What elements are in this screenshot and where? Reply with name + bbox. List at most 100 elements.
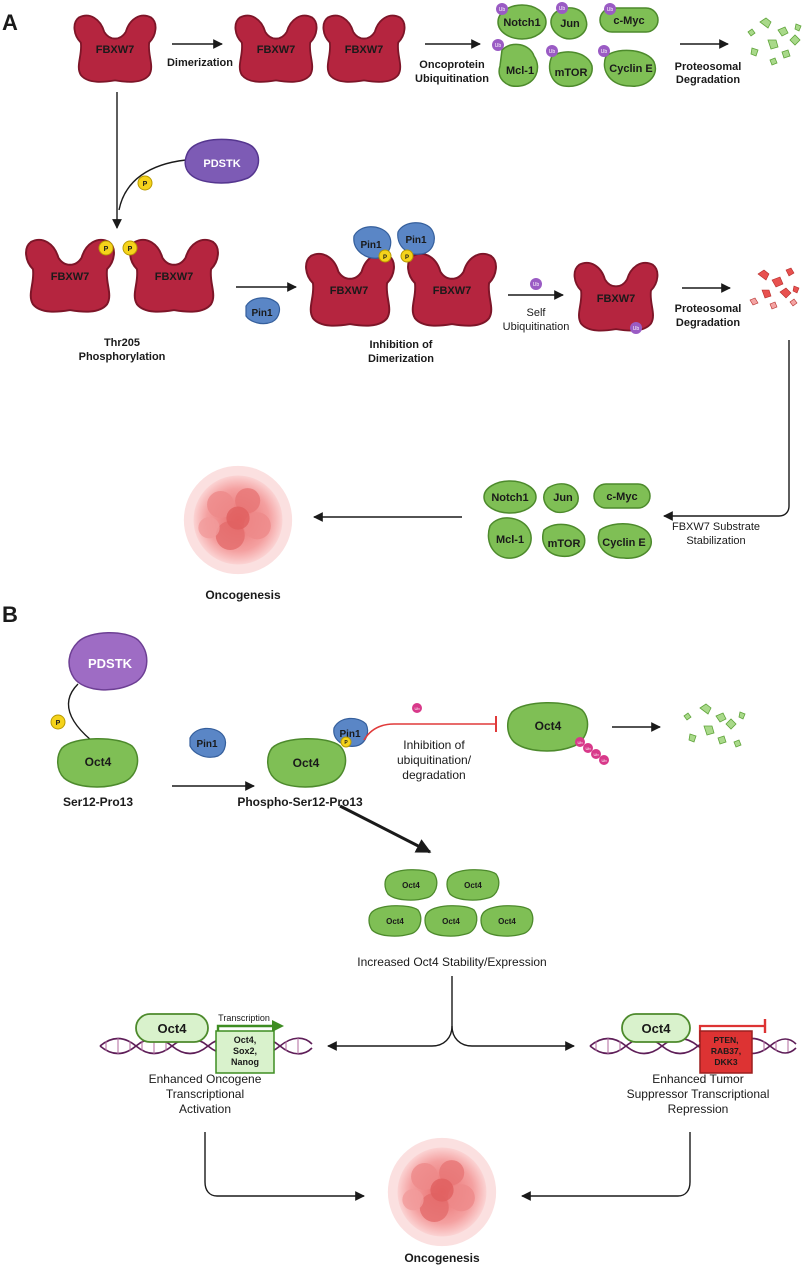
svg-text:DKK3: DKK3 — [714, 1057, 737, 1067]
ub-free-b: Ub — [412, 703, 422, 713]
svg-text:P: P — [104, 246, 109, 253]
panel-b-letter: B — [2, 602, 18, 627]
ub-tags: Ub Ub Ub Ub Ub Ub — [492, 2, 616, 57]
svg-text:Oct4: Oct4 — [293, 756, 320, 770]
svg-text:Oct4: Oct4 — [85, 755, 112, 769]
phosphate-a-free: P — [137, 175, 153, 191]
svg-text:Pin1: Pin1 — [339, 729, 361, 740]
arrow-to-increased-stability — [339, 804, 432, 854]
suppressor-target-box: PTEN, RAB37, DKK3 — [699, 1030, 753, 1074]
ubiquitinated-substrates: Notch1 Jun c-Myc Mcl-1 mTOR Cyclin E Ub … — [492, 2, 659, 88]
self-ubiq-line1: Self — [527, 307, 547, 319]
substrate-stab-line1: FBXW7 Substrate — [672, 521, 760, 533]
inhibition-dimer-line1: Inhibition of — [370, 339, 433, 351]
self-ubiq-line2: Ubiquitination — [503, 321, 570, 333]
arrow-supp-to-oncogenesis — [521, 1132, 691, 1201]
svg-text:Ub: Ub — [607, 7, 614, 13]
svg-text:Ub: Ub — [601, 758, 607, 763]
oct4-accumulated: Oct4 Oct4 Oct4 Oct4 Oct4 — [368, 869, 534, 937]
pdstk-kinase-b: PDSTK — [68, 632, 148, 691]
svg-text:Pin1: Pin1 — [251, 308, 273, 319]
substrate-stab-line2: Stabilization — [686, 535, 745, 547]
svg-text:Pin1: Pin1 — [405, 235, 427, 246]
inhibition-ubiq-line1: Inhibition of — [403, 738, 465, 752]
svg-text:FBXW7: FBXW7 — [345, 44, 384, 56]
dna-helix-right — [589, 1037, 797, 1055]
arrow-split-right — [451, 1025, 575, 1051]
fbxw7-phosphorylated-pair: FBXW7 FBXW7 P P — [25, 238, 219, 313]
svg-text:Mcl-1: Mcl-1 — [506, 65, 534, 77]
svg-text:P: P — [344, 740, 348, 746]
dimerization-label: Dimerization — [167, 57, 233, 69]
prot-deg-top-line2: Degradation — [676, 74, 740, 86]
oct4-phosphorylated-pin1: Oct4 Pin1 P — [267, 717, 369, 788]
arrow-split-left — [327, 976, 453, 1051]
degraded-fragments-green-b — [683, 703, 746, 748]
svg-text:P: P — [383, 255, 387, 261]
prot-deg-mid-line1: Proteosomal — [675, 303, 742, 315]
inhibition-ubiq-line2: ubiquitination/ — [397, 753, 472, 767]
arrow-substrate-stabilization — [663, 340, 790, 521]
oncoprotein-ubiq-line2: Ubiquitination — [415, 73, 489, 85]
degraded-fragments-green-top — [747, 17, 802, 66]
degraded-fragments-red — [749, 267, 800, 310]
svg-text:Ub: Ub — [593, 752, 599, 757]
svg-text:Oct4: Oct4 — [402, 881, 420, 890]
svg-text:Cyclin E: Cyclin E — [602, 537, 645, 549]
svg-text:Oct4: Oct4 — [498, 917, 516, 926]
dna-helix-left — [99, 1037, 313, 1055]
pin1-free-b: Pin1 — [189, 727, 227, 758]
phosphate-b-free: P — [50, 714, 66, 730]
svg-text:Cyclin E: Cyclin E — [609, 63, 652, 75]
enhanced-supp-line3: Repression — [668, 1102, 729, 1116]
fbxw7-dimer: FBXW7 FBXW7 — [234, 14, 406, 83]
stabilized-substrates: Notch1 Jun c-Myc Mcl-1 mTOR Cyclin E — [483, 480, 653, 559]
arrow-onco-to-oncogenesis — [204, 1132, 365, 1201]
oct4-activator: Oct4 — [135, 1013, 209, 1043]
svg-text:c-Myc: c-Myc — [613, 15, 644, 27]
oncoprotein-ubiq-line1: Oncoprotein — [419, 59, 485, 71]
pdstk-kinase-a: PDSTK — [184, 138, 260, 184]
enhanced-supp-line1: Enhanced Tumor — [652, 1072, 743, 1086]
svg-text:Oct4: Oct4 — [535, 719, 562, 733]
svg-text:FBXW7: FBXW7 — [155, 271, 194, 283]
prot-deg-top-line1: Proteosomal — [675, 61, 742, 73]
transcription-arrow-head — [272, 1020, 284, 1032]
enhanced-supp-line2: Suppressor Transcriptional — [627, 1087, 770, 1101]
oct4-ubiquitinated: Oct4 Ub Ub Ub Ub — [507, 702, 609, 765]
svg-text:Notch1: Notch1 — [503, 17, 540, 29]
svg-text:Oct4: Oct4 — [642, 1021, 672, 1036]
tumor-mass-b — [387, 1137, 497, 1247]
svg-text:Ub: Ub — [533, 282, 540, 288]
increased-stability-label: Increased Oct4 Stability/Expression — [357, 955, 546, 969]
svg-text:Pin1: Pin1 — [360, 240, 382, 251]
svg-text:Ub: Ub — [633, 326, 640, 332]
phospho-ser12-label: Phospho-Ser12-Pro13 — [237, 795, 363, 809]
inhibition-dimer-line2: Dimerization — [368, 353, 434, 365]
svg-text:Pin1: Pin1 — [196, 739, 218, 750]
pdstk-curve — [118, 159, 187, 211]
svg-text:PDSTK: PDSTK — [88, 656, 133, 671]
fbxw7-pin1-bound-pair: FBXW7 FBXW7 Pin1 Pin1 P P — [305, 222, 497, 327]
svg-text:RAB37,: RAB37, — [711, 1046, 741, 1056]
svg-text:PTEN,: PTEN, — [713, 1035, 738, 1045]
panel-a-letter: A — [2, 10, 18, 35]
svg-text:P: P — [56, 720, 61, 727]
svg-text:Ub: Ub — [495, 43, 502, 49]
svg-text:FBXW7: FBXW7 — [433, 285, 472, 297]
svg-text:Jun: Jun — [553, 492, 573, 504]
svg-text:Sox2,: Sox2, — [233, 1046, 257, 1056]
svg-text:FBXW7: FBXW7 — [51, 271, 90, 283]
svg-text:Oct4,: Oct4, — [234, 1035, 257, 1045]
enhanced-onco-line1: Enhanced Oncogene — [149, 1072, 262, 1086]
svg-text:Oct4: Oct4 — [464, 881, 482, 890]
svg-text:Oct4: Oct4 — [386, 917, 404, 926]
svg-text:P: P — [405, 255, 409, 261]
svg-text:Oct4: Oct4 — [442, 917, 460, 926]
svg-text:FBXW7: FBXW7 — [96, 44, 135, 56]
svg-text:P: P — [128, 246, 133, 253]
fbxw7-monomer: FBXW7 — [73, 14, 157, 83]
thr205-line2: Phosphorylation — [79, 351, 166, 363]
svg-text:Nanog: Nanog — [231, 1057, 259, 1067]
